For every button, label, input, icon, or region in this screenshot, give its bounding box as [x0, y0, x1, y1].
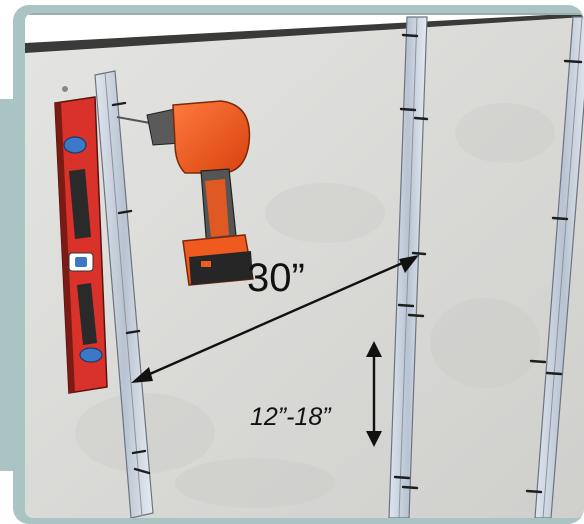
- wall-scene: 30” 12”-18”: [25, 13, 584, 518]
- level-icon: [54, 86, 108, 394]
- top-border: [25, 13, 584, 15]
- wall-texture: [75, 103, 555, 508]
- metal-channel-left: [94, 70, 154, 518]
- ceiling-band: [25, 13, 584, 53]
- metal-channel-right: [525, 16, 584, 518]
- dimension-arrow-icon: [131, 255, 419, 383]
- drill-icon: [116, 100, 254, 286]
- diagram-frame: 30” 12”-18”: [13, 5, 584, 524]
- stud-spacing-label: 30”: [247, 256, 305, 300]
- anchor-spacing-arrow: [366, 341, 382, 447]
- wall-illustration: 30” 12”-18”: [25, 13, 584, 518]
- anchor-spacing-label: 12”-18”: [250, 403, 332, 431]
